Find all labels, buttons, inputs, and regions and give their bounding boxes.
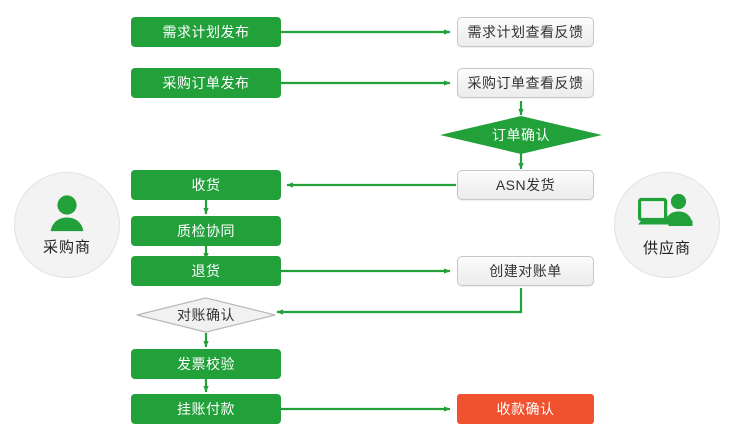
node-create-statement[interactable]: 创建对账单 [457, 256, 594, 286]
node-demand-plan-feedback[interactable]: 需求计划查看反馈 [457, 17, 594, 47]
diamond-shape [440, 116, 602, 154]
person-computer-icon [638, 193, 696, 235]
role-buyer: 采购商 [14, 172, 120, 278]
node-label: 收款确认 [496, 401, 555, 417]
person-icon [46, 194, 88, 234]
node-label: ASN发货 [495, 177, 556, 193]
node-purchase-order-feedback[interactable]: 采购订单查看反馈 [457, 68, 594, 98]
diamond-shape [136, 297, 276, 333]
node-label: 订单确认 [492, 127, 550, 143]
node-return-goods[interactable]: 退货 [131, 256, 281, 286]
node-label: 需求计划发布 [162, 24, 250, 40]
node-label: 需求计划查看反馈 [467, 24, 584, 40]
node-label: 采购订单查看反馈 [467, 75, 584, 91]
node-demand-plan-publish[interactable]: 需求计划发布 [131, 17, 281, 47]
node-label: 收货 [191, 177, 221, 193]
role-supplier: 供应商 [614, 172, 720, 278]
node-label: 发票校验 [177, 356, 235, 372]
node-purchase-order-publish[interactable]: 采购订单发布 [131, 68, 281, 98]
node-label: 退货 [191, 263, 221, 279]
node-label: 质检协同 [177, 223, 235, 239]
node-label: 挂账付款 [177, 401, 235, 417]
node-label: 采购订单发布 [162, 75, 250, 91]
node-statement-confirm[interactable]: 对账确认 [136, 297, 276, 333]
node-receive-goods[interactable]: 收货 [131, 170, 281, 200]
role-supplier-label: 供应商 [642, 239, 691, 257]
node-accrue-payment[interactable]: 挂账付款 [131, 394, 281, 424]
node-label: 创建对账单 [489, 263, 562, 279]
node-label: 对账确认 [177, 307, 235, 323]
node-receipt-confirm[interactable]: 收款确认 [457, 394, 594, 424]
role-buyer-label: 采购商 [42, 238, 91, 256]
node-quality-collaboration[interactable]: 质检协同 [131, 216, 281, 246]
node-asn-shipment[interactable]: ASN发货 [457, 170, 594, 200]
edge-create-statement-to-statement-confirm [276, 288, 523, 315]
node-order-confirm[interactable]: 订单确认 [440, 116, 602, 154]
node-invoice-verify[interactable]: 发票校验 [131, 349, 281, 379]
